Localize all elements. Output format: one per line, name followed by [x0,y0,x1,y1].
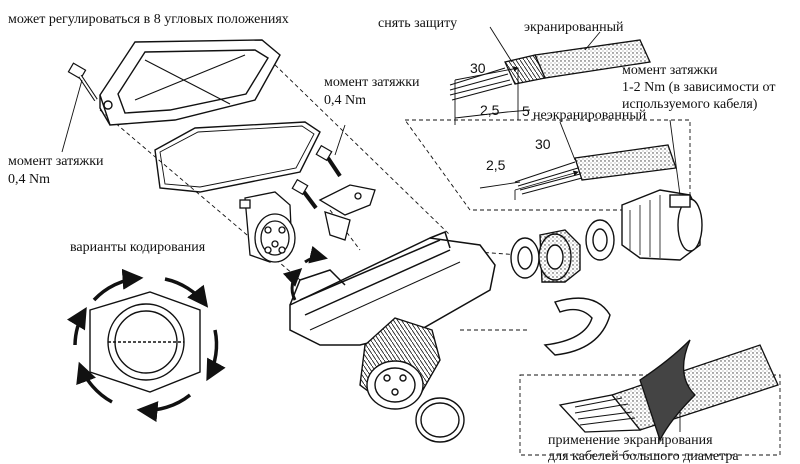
angled-housing [289,231,496,346]
label-adjust-positions: может регулироваться в 8 угловых положен… [8,12,289,27]
housing-rotation-arrows [282,245,328,301]
dim-shielded-braid: 5 [522,103,530,119]
label-remove-protection: снять защиту [378,16,458,31]
split-ring [543,297,611,356]
screw-mid-2 [291,178,318,210]
label-torque-right-1: момент затяжки [622,63,718,78]
contact-insert [239,191,296,263]
label-unshielded: неэкранированный [533,108,647,123]
label-torque-mid: момент затяжки [324,75,420,90]
shielded-cable [449,39,651,101]
coupling-nut [359,317,441,410]
label-shield-application-1: применение экранирования [548,433,713,448]
screw-mid-1 [315,144,342,178]
unshielded-cable [514,144,677,195]
dim-shielded-wire: 2,5 [480,102,500,118]
label-torque-mid-value: 0,4 Nm [324,93,366,108]
label-torque-left-value: 0,4 Nm [8,172,50,187]
dimension-lines [454,66,579,200]
large-cable [558,339,779,442]
label-torque-left: момент затяжки [8,154,104,169]
housing-cover [99,39,281,126]
rotation-arrows [66,268,226,423]
dim-unshielded-strip: 30 [535,136,551,152]
washer-2 [585,219,615,261]
screw-left [67,62,98,102]
gland-nut [621,189,703,261]
gasket [154,121,321,193]
cable-clamp [318,184,376,241]
label-coding-variants: варианты кодирования [70,240,206,255]
coding-variants-icon [89,291,201,393]
dim-unshielded-wire: 2,5 [486,157,506,173]
o-ring [415,397,465,443]
dim-shielded-strip: 30 [470,60,486,76]
label-torque-right-3: используемого кабеля) [622,97,758,112]
label-shield-application-2: для кабелей большого диаметра [548,449,739,464]
leader-lines [61,26,681,432]
label-shielded: экранированный [524,20,624,35]
washer-1 [510,237,540,279]
label-torque-right-2: 1-2 Nm (в зависимости от [622,80,776,95]
seal-insert [538,229,581,283]
